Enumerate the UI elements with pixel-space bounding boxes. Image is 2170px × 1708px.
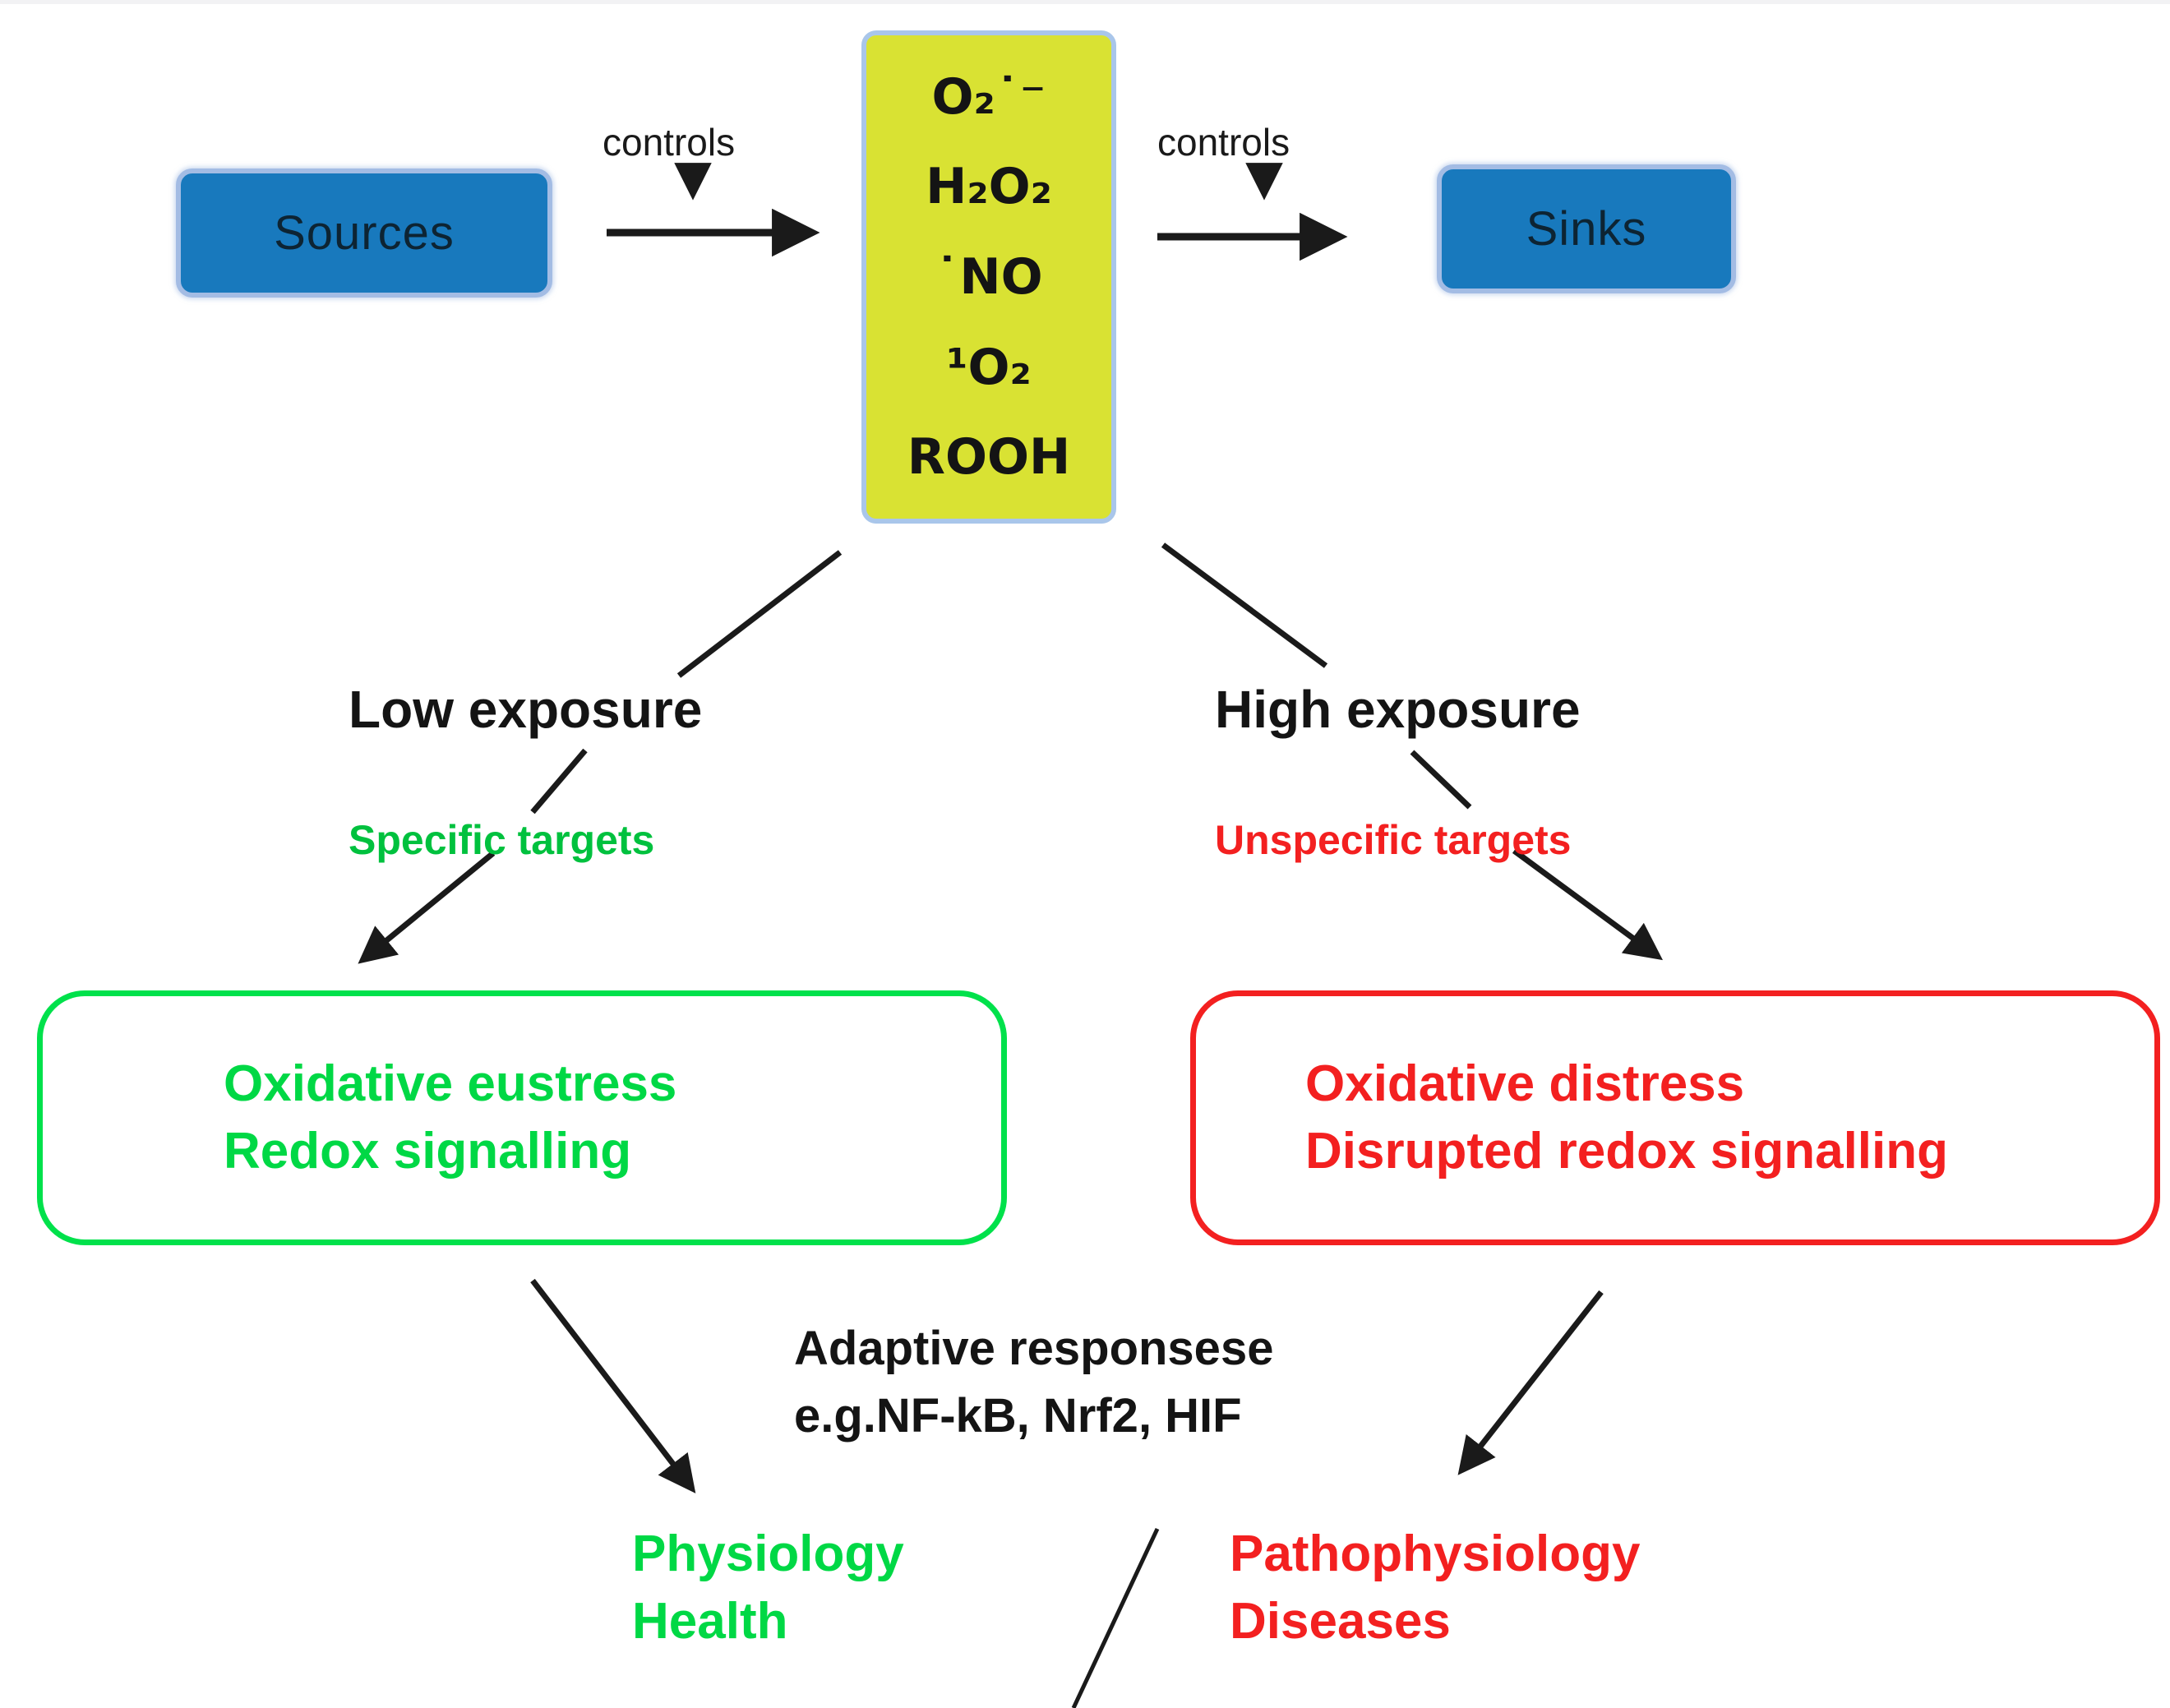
- sinks-box: Sinks: [1437, 164, 1736, 293]
- reactive-species-box: O₂˙⁻ H₂O₂ ˙NO ¹O₂ ROOH: [861, 30, 1116, 524]
- pathophysiology-line2: Diseases: [1230, 1593, 1451, 1650]
- pathophysiology-outcome: Pathophysiology Diseases: [1230, 1521, 1640, 1655]
- pathophysiology-line1: Pathophysiology: [1230, 1526, 1641, 1582]
- high-branch-segment-2: [1410, 750, 1472, 810]
- distress-line2: Disrupted redox signalling: [1305, 1123, 1948, 1179]
- species-superoxide: O₂˙⁻: [931, 67, 1046, 126]
- specific-targets-label: Specific targets: [349, 817, 655, 863]
- oxidative-eustress-box: Oxidative eustress Redox signalling: [37, 990, 1007, 1245]
- sources-label: Sources: [274, 206, 455, 260]
- high-branch-segment-1: [1161, 542, 1328, 668]
- physiology-line2: Health: [632, 1593, 788, 1650]
- sinks-label: Sinks: [1526, 202, 1647, 256]
- low-branch-arrow-to-eustress: [358, 851, 496, 964]
- physiology-line1: Physiology: [632, 1526, 904, 1582]
- high-branch-arrow-to-distress: [1512, 848, 1663, 961]
- eustress-line2: Redox signalling: [224, 1123, 632, 1179]
- physiology-outcome: Physiology Health: [632, 1521, 904, 1655]
- bottom-divider-slash: [1071, 1527, 1160, 1708]
- low-exposure-label: Low exposure: [349, 680, 703, 739]
- sources-box: Sources: [176, 168, 552, 298]
- species-singlet-oxygen: ¹O₂: [946, 338, 1032, 396]
- species-hydrogen-peroxide: H₂O₂: [926, 158, 1052, 216]
- top-edge-line: [0, 0, 2170, 4]
- low-branch-segment-2: [530, 748, 588, 815]
- low-branch-segment-1: [676, 550, 843, 678]
- distress-line1: Oxidative distress: [1305, 1055, 1745, 1112]
- high-exposure-label: High exposure: [1215, 680, 1581, 739]
- species-rooh: ROOH: [907, 428, 1071, 487]
- species-nitric-oxide: ˙NO: [935, 247, 1043, 306]
- unspecific-targets-label: Unspecific targets: [1215, 817, 1572, 863]
- controls-label-right: controls: [1157, 121, 1290, 164]
- distress-to-pathophysiology-arrow: [1457, 1290, 1604, 1475]
- adaptive-line1: Adaptive responsese: [794, 1322, 1274, 1375]
- oxidative-distress-box: Oxidative distress Disrupted redox signa…: [1190, 990, 2160, 1245]
- controls-label-left: controls: [603, 121, 736, 164]
- eustress-line1: Oxidative eustress: [224, 1055, 677, 1112]
- adaptive-responses-note: Adaptive responsese e.g.NF-kB, Nrf2, HIF: [794, 1315, 1273, 1450]
- adaptive-line2: e.g.NF-kB, Nrf2, HIF: [794, 1389, 1242, 1443]
- eustress-to-physiology-arrow: [530, 1278, 696, 1493]
